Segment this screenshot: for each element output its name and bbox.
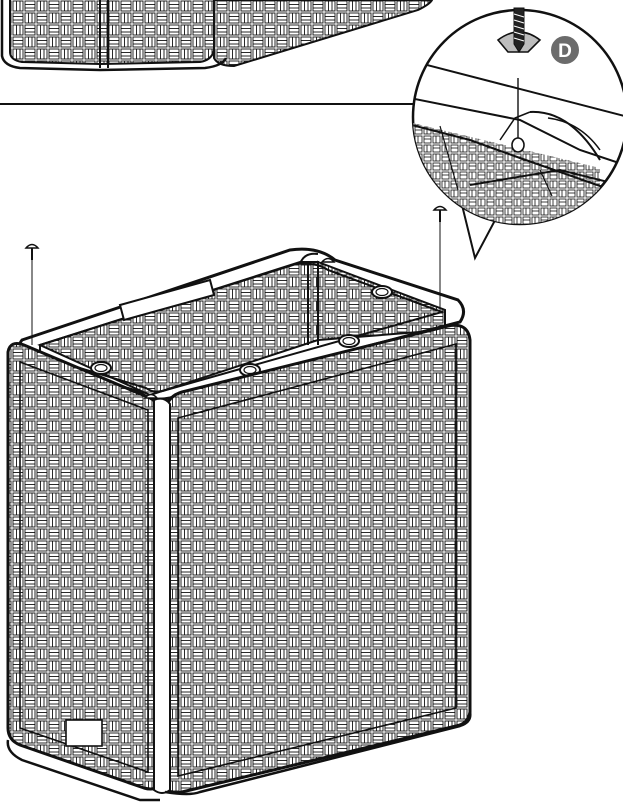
screw-icon xyxy=(143,393,159,399)
part-label-text: D xyxy=(558,41,572,62)
screw-icon xyxy=(24,243,40,345)
part-label-badge: D xyxy=(549,34,581,66)
detail-callout: D xyxy=(411,7,623,261)
screw-icon xyxy=(496,7,542,53)
basket-assembly xyxy=(6,247,472,802)
previous-step-basket-bottom xyxy=(0,0,434,72)
screw-icon xyxy=(432,205,448,308)
screw-icon xyxy=(320,257,336,263)
